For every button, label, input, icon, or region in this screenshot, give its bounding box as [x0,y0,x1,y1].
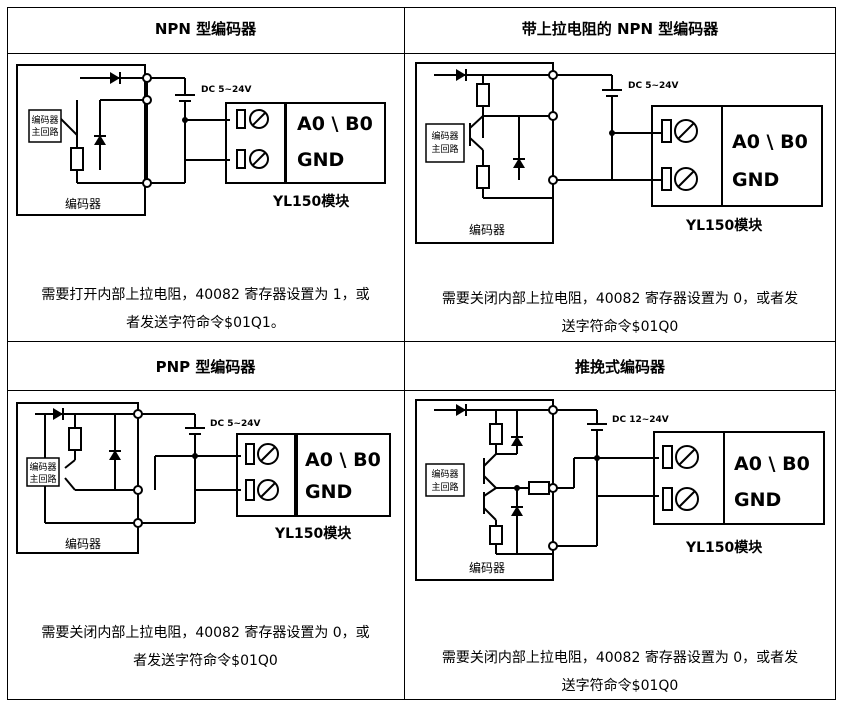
npn-description: 需要打开内部上拉电阻，40082 寄存器设置为 1，或 者发送字符命令$01Q1… [41,287,370,331]
main-circuit-label: 主回路 [431,143,458,155]
terminal-a0-b0: A0 \ B0 [732,131,808,153]
table-row-divider [7,53,836,54]
terminal-gnd: GND [734,489,781,511]
encoder-label: 编码器 [469,222,505,237]
wiring-table [7,7,836,700]
dc-supply-label: DC 12~24V [612,415,669,425]
module-label: YL150模块 [685,217,763,234]
npn-pullup-wiring-diagram: 编码器 主回路 编码器 DC 5~24V A0 \ B0 GND YL150模块 [415,62,823,244]
main-circuit-label: 编码器 [431,130,458,142]
npn-title: NPN 型编码器 [154,20,257,38]
encoder-label: 编码器 [65,536,101,551]
terminal-a0-b0: A0 \ B0 [734,453,810,475]
npn-wiring-diagram: 编码器 主回路 编码器 DC 5~24V A0 \ B0 GND YL150模块 [16,64,386,216]
main-circuit-label: 主回路 [29,473,56,485]
main-circuit-label: 编码器 [29,461,56,473]
terminal-gnd: GND [297,149,344,171]
encoder-label: 编码器 [469,560,505,575]
push-pull-description: 需要关闭内部上拉电阻，40082 寄存器设置为 0，或者发 送字符命令$01Q0 [441,650,799,694]
table-row-divider [7,341,836,342]
encoder-label: 编码器 [65,196,101,211]
push-pull-title: 推挽式编码器 [574,358,665,376]
npn-pullup-description: 需要关闭内部上拉电阻，40082 寄存器设置为 0，或者发 送字符命令$01Q0 [441,291,799,335]
main-circuit-label: 主回路 [431,481,458,493]
main-circuit-label: 编码器 [31,114,58,126]
pnp-title: PNP 型编码器 [155,358,256,376]
terminal-a0-b0: A0 \ B0 [297,113,373,135]
table-row-divider [7,390,836,391]
npn-pullup-title: 带上拉电阻的 NPN 型编码器 [521,20,719,38]
table-column-divider [404,7,405,700]
pnp-wiring-diagram: 编码器 主回路 编码器 DC 5~24V A0 \ B0 GND YL150模块 [16,402,391,554]
dc-supply-label: DC 5~24V [210,419,261,429]
module-label: YL150模块 [272,193,350,210]
dc-supply-label: DC 5~24V [201,85,252,95]
dc-supply-label: DC 5~24V [628,81,679,91]
terminal-gnd: GND [732,169,779,191]
terminal-a0-b0: A0 \ B0 [305,449,381,471]
module-label: YL150模块 [274,525,352,542]
module-label: YL150模块 [685,539,763,556]
main-circuit-label: 主回路 [31,126,58,138]
terminal-gnd: GND [305,481,352,503]
pnp-description: 需要关闭内部上拉电阻，40082 寄存器设置为 0，或 者发送字符命令$01Q0 [41,625,370,669]
push-pull-wiring-diagram: 编码器 主回路 编码器 DC 12~24V A0 \ B0 GND YL150模… [415,399,825,581]
main-circuit-label: 编码器 [431,468,458,480]
